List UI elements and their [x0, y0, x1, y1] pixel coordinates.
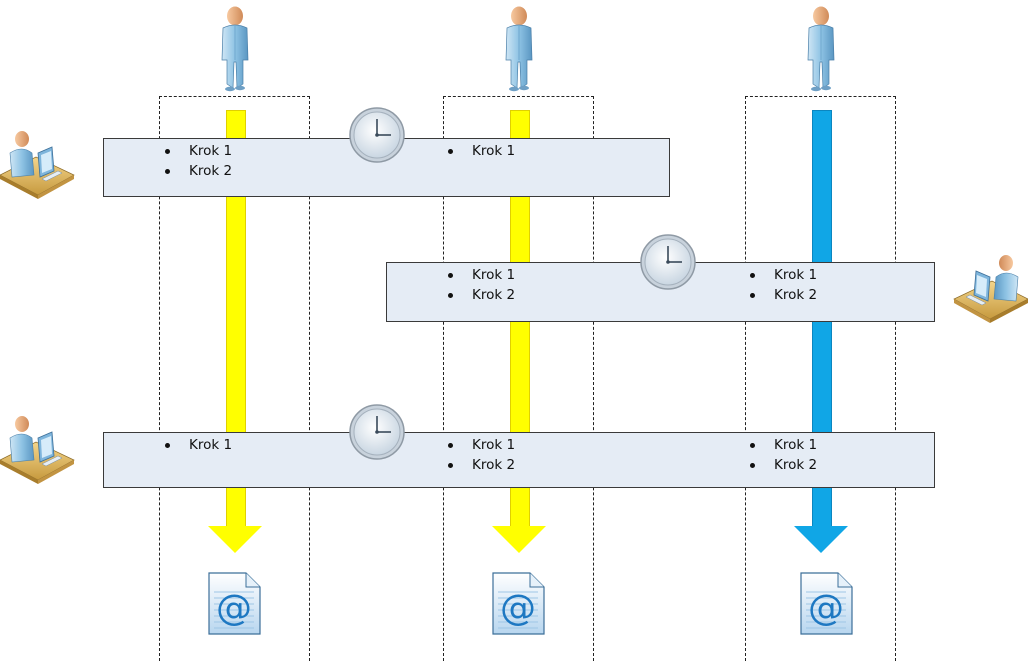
- phase-box: [103, 432, 935, 488]
- step-item: Krok 1: [164, 142, 232, 162]
- flow-arrow-head: [492, 526, 546, 553]
- email-document-icon: [492, 572, 545, 635]
- step-list: Krok 1 Krok 2: [164, 142, 232, 181]
- step-item: Krok 2: [164, 162, 232, 182]
- clock-icon: [640, 234, 696, 290]
- step-item: Krok 2: [447, 456, 515, 476]
- step-item: Krok 1: [749, 436, 817, 456]
- computer-user-icon: [0, 416, 75, 485]
- email-document-icon: [800, 572, 853, 635]
- step-item: Krok 1: [164, 436, 232, 456]
- person-icon: [807, 6, 835, 92]
- step-item: Krok 2: [447, 286, 515, 306]
- flow-arrow-head: [794, 526, 848, 553]
- step-item: Krok 1: [447, 436, 515, 456]
- step-list: Krok 1: [447, 142, 515, 162]
- computer-user-icon: [0, 131, 75, 200]
- computer-user-icon: [953, 255, 1028, 324]
- step-item: Krok 1: [447, 266, 515, 286]
- swimlane: [745, 96, 896, 663]
- clock-icon: [349, 107, 405, 163]
- step-list: Krok 1: [164, 436, 232, 456]
- swimlane: [443, 96, 594, 663]
- flow-arrow-head: [208, 526, 262, 553]
- step-list: Krok 1 Krok 2: [749, 436, 817, 475]
- step-item: Krok 2: [749, 456, 817, 476]
- step-item: Krok 1: [749, 266, 817, 286]
- person-icon: [221, 6, 249, 92]
- step-item: Krok 2: [749, 286, 817, 306]
- clock-icon: [349, 404, 405, 460]
- step-list: Krok 1 Krok 2: [447, 266, 515, 305]
- step-list: Krok 1 Krok 2: [749, 266, 817, 305]
- email-document-icon: [208, 572, 261, 635]
- swimlane: [159, 96, 310, 663]
- step-list: Krok 1 Krok 2: [447, 436, 515, 475]
- step-item: Krok 1: [447, 142, 515, 162]
- person-icon: [505, 6, 533, 92]
